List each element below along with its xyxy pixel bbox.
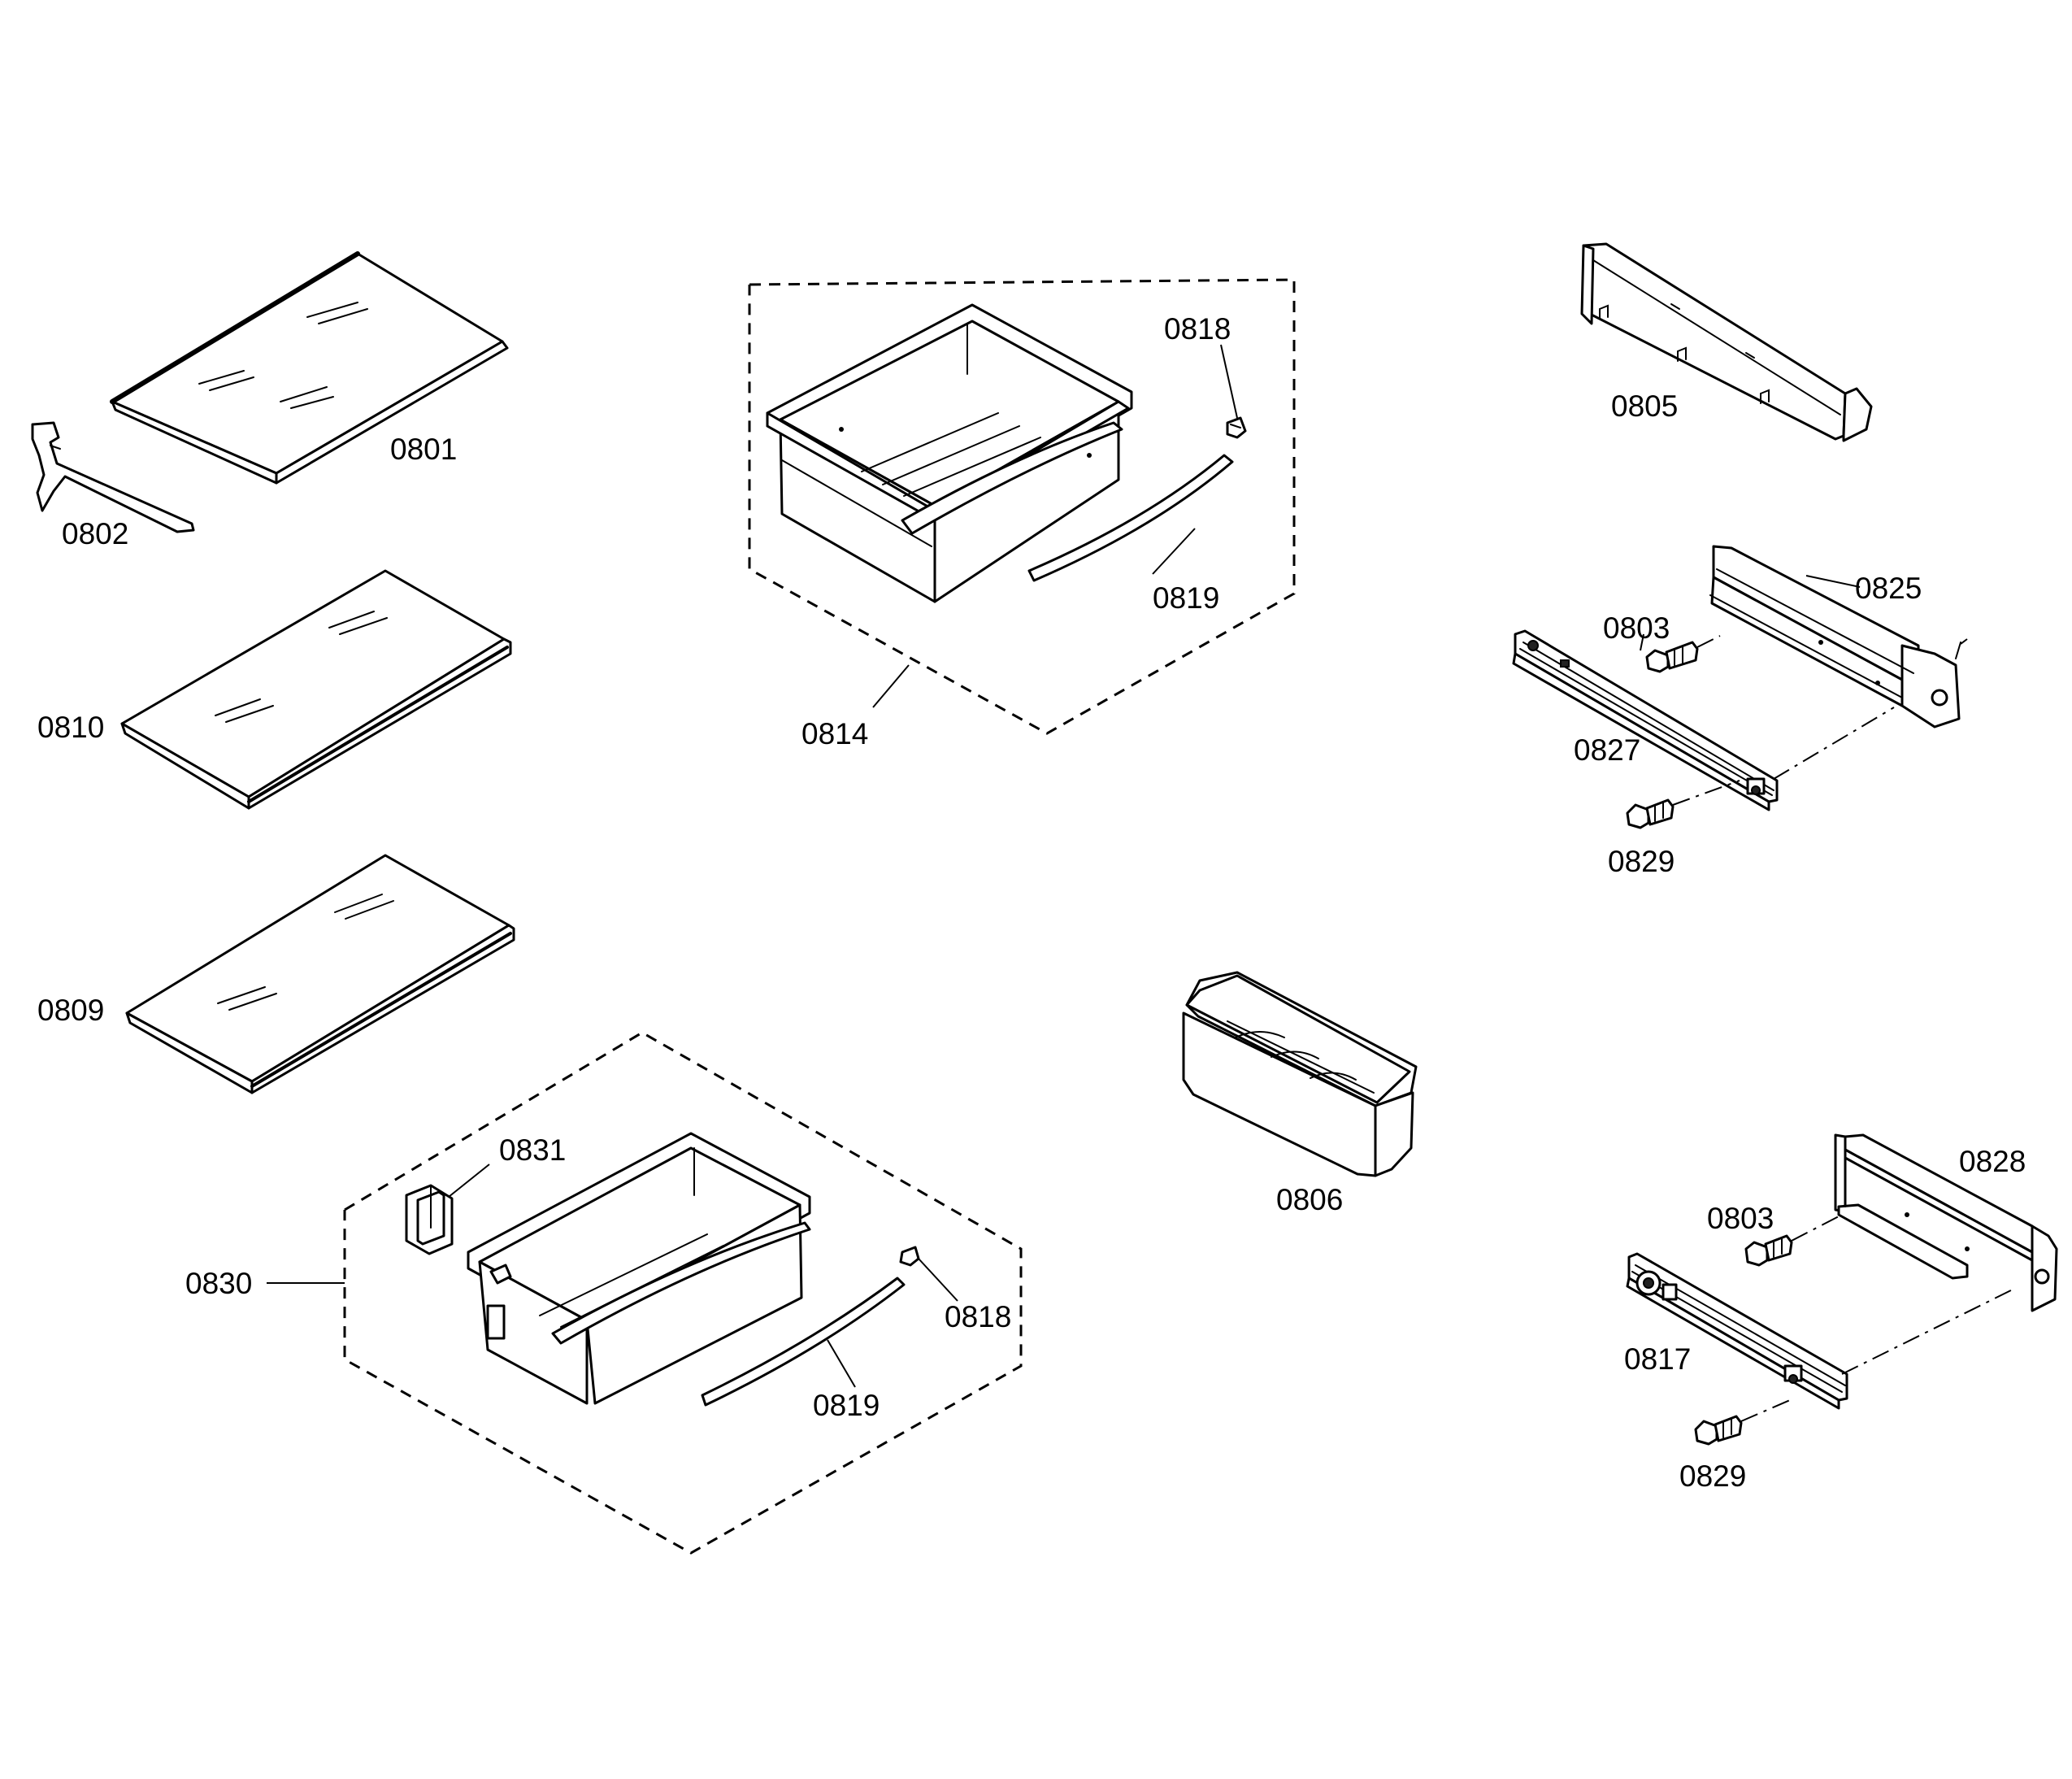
- callout-0819-lower: 0819: [813, 1389, 880, 1422]
- callout-0801: 0801: [390, 433, 457, 466]
- rail-0828: [1834, 1133, 2058, 1312]
- callout-0828: 0828: [1959, 1145, 2026, 1178]
- slide-axis-upper: [1773, 707, 1895, 780]
- rail-0825: [1709, 545, 1968, 729]
- callout-0818-lower: 0818: [945, 1300, 1011, 1333]
- callout-0809: 0809: [37, 994, 104, 1027]
- screw-axis-0829-lower: [1740, 1399, 1791, 1422]
- screw-axis-0803-lower: [1791, 1216, 1840, 1242]
- screw-0803-upper: [1645, 641, 1699, 673]
- callout-0818-upper: 0818: [1164, 312, 1231, 346]
- slide-0817: [1626, 1252, 1848, 1410]
- callout-0817: 0817: [1624, 1342, 1691, 1376]
- glass-shelf-0801: [110, 251, 509, 485]
- slide-0827: [1512, 629, 1779, 811]
- callout-0806: 0806: [1276, 1183, 1343, 1216]
- callout-0829-upper: 0829: [1608, 845, 1675, 878]
- callout-0829-lower: 0829: [1679, 1459, 1746, 1493]
- screw-0803-lower: [1744, 1234, 1793, 1267]
- leader-lines: [267, 344, 1861, 1388]
- crisper-drawer-0814: [748, 278, 1296, 735]
- drawer-assembly-0830: [343, 1031, 1023, 1555]
- callout-0803-upper: 0803: [1603, 611, 1670, 645]
- screw-axis-0829-upper: [1672, 780, 1740, 806]
- rod-0819-lower: [701, 1277, 906, 1407]
- callout-0831: 0831: [499, 1133, 566, 1167]
- screw-0829-lower: [1694, 1415, 1743, 1446]
- shelf-bracket-0802: [31, 421, 195, 533]
- callout-0810: 0810: [37, 711, 104, 744]
- rod-0819-upper: [1027, 454, 1234, 582]
- callout-0805: 0805: [1611, 389, 1678, 423]
- cover-0805: [1580, 242, 1873, 442]
- clip-0818-lower: [899, 1246, 920, 1267]
- bin-0806: [1182, 971, 1418, 1177]
- callout-0830: 0830: [185, 1267, 252, 1300]
- callout-0814: 0814: [801, 717, 868, 750]
- callout-0825: 0825: [1855, 572, 1922, 605]
- callout-0802: 0802: [62, 517, 128, 550]
- block-0831: [405, 1184, 454, 1255]
- slide-axis-lower: [1841, 1287, 2017, 1375]
- callout-0803-lower: 0803: [1707, 1202, 1774, 1235]
- callout-0819-upper: 0819: [1153, 581, 1219, 615]
- clip-0818-upper: [1226, 416, 1247, 439]
- glass-shelf-0809: [125, 854, 515, 1094]
- glass-shelf-0810: [120, 569, 512, 810]
- screw-axis-0803-upper: [1696, 635, 1721, 648]
- screw-0829-upper: [1626, 798, 1675, 829]
- callout-0827: 0827: [1574, 733, 1640, 767]
